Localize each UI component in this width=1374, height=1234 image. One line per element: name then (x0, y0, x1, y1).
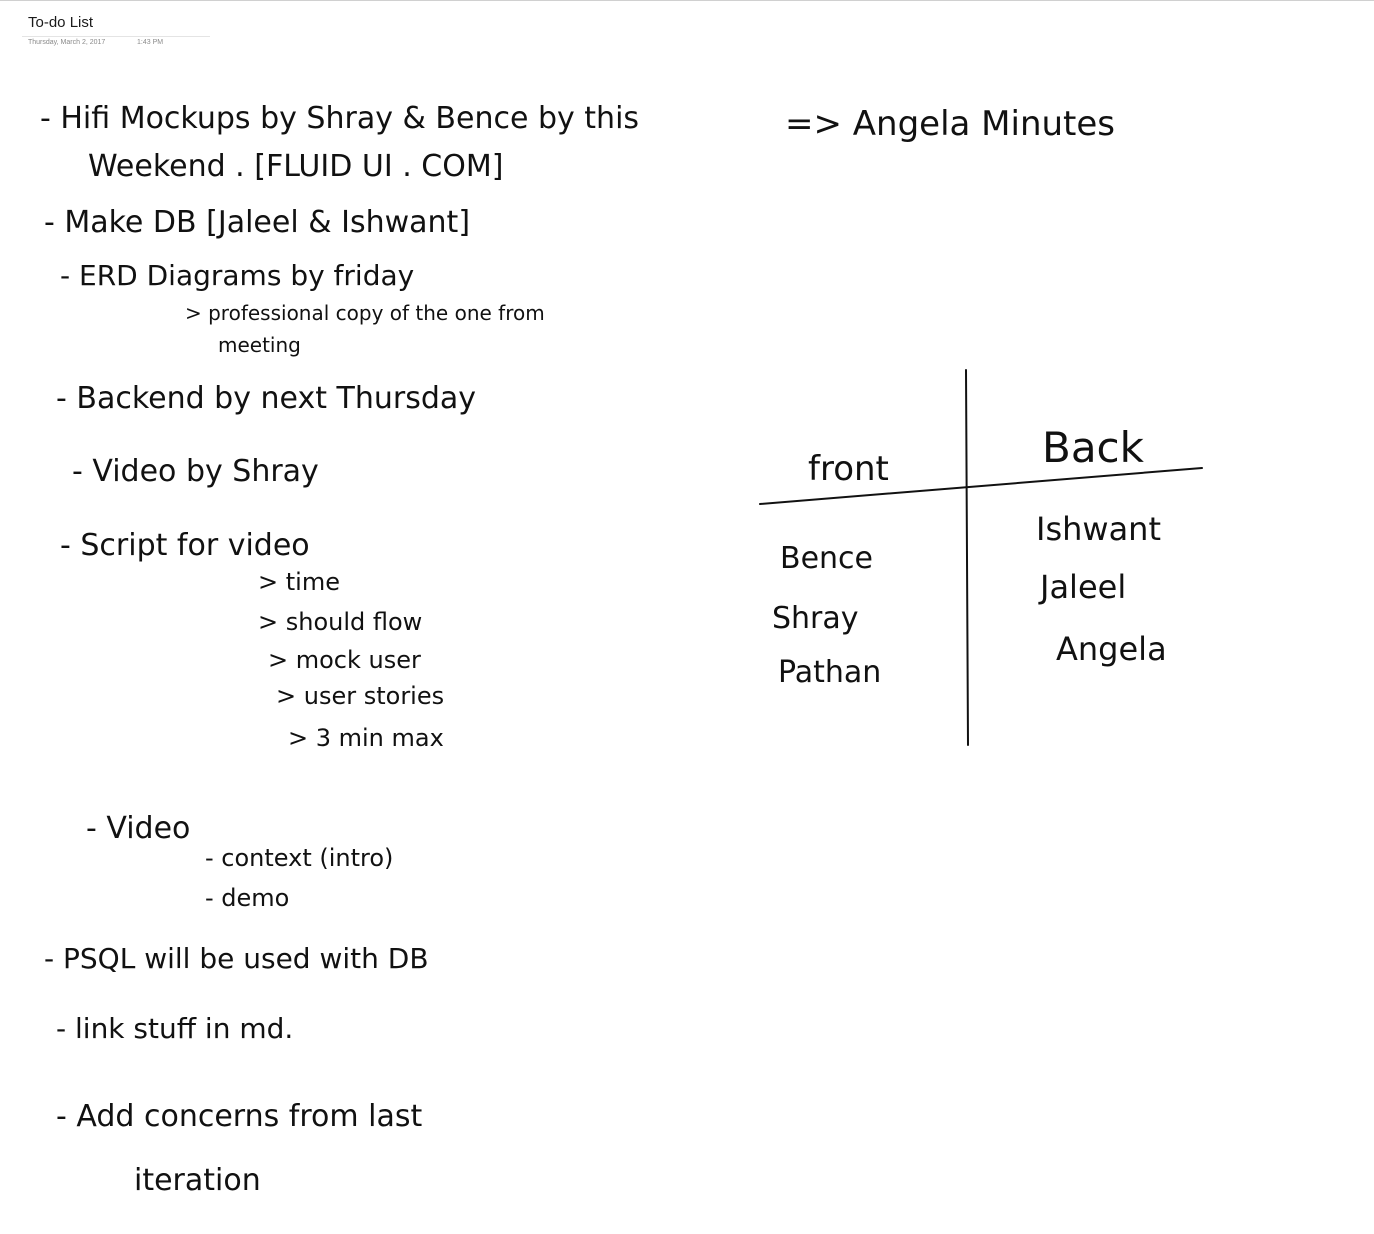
table-header-back: Back (1042, 423, 1145, 472)
todo-subitem: meeting (218, 333, 301, 357)
todo-item: - ERD Diagrams by friday (60, 259, 414, 292)
todo-item: iteration (134, 1163, 261, 1198)
minutes-note: => Angela Minutes (785, 104, 1115, 144)
todo-subitem: > should flow (258, 608, 422, 636)
title-divider (22, 36, 210, 37)
todo-item: - link stuff in md. (56, 1012, 293, 1045)
todo-item: - Video by Shray (72, 454, 319, 489)
todo-item: - Make DB [Jaleel & Ishwant] (44, 205, 470, 240)
todo-subitem: - demo (205, 884, 289, 912)
table-header-front: front (808, 449, 889, 489)
table-divider-vertical (965, 369, 969, 746)
todo-item: - Hifi Mockups by Shray & Bence by this (40, 101, 639, 136)
todo-item: - Add concerns from last (56, 1099, 422, 1134)
page-title[interactable]: To-do List (28, 14, 94, 31)
todo-item: - Video (86, 811, 190, 846)
todo-subitem: > user stories (276, 682, 444, 710)
todo-item: Weekend . [FLUID UI . COM] (88, 149, 503, 184)
todo-item: - PSQL will be used with DB (44, 942, 429, 975)
todo-subitem: > mock user (268, 646, 421, 674)
todo-item: - Script for video (60, 528, 310, 563)
back-member: Angela (1056, 630, 1167, 668)
note-date: Thursday, March 2, 2017 (28, 39, 106, 46)
note-time: 1:43 PM (137, 39, 164, 46)
todo-subitem: > time (258, 568, 340, 596)
top-border (0, 0, 1374, 1)
team-table: front Back Bence Shray Pathan Ishwant Ja… (759, 369, 1203, 746)
front-member: Pathan (778, 655, 881, 690)
todo-subitem: > 3 min max (288, 724, 444, 752)
todo-list: - Hifi Mockups by Shray & Bence by this … (40, 101, 639, 1198)
table-divider-horizontal (759, 467, 1203, 505)
front-member: Bence (780, 541, 873, 576)
todo-subitem: > professional copy of the one from (185, 301, 545, 325)
back-member: Ishwant (1036, 510, 1161, 548)
todo-item: - Backend by next Thursday (56, 381, 476, 416)
back-member: Jaleel (1038, 568, 1126, 606)
front-member: Shray (772, 601, 859, 636)
todo-subitem: - context (intro) (205, 844, 393, 872)
